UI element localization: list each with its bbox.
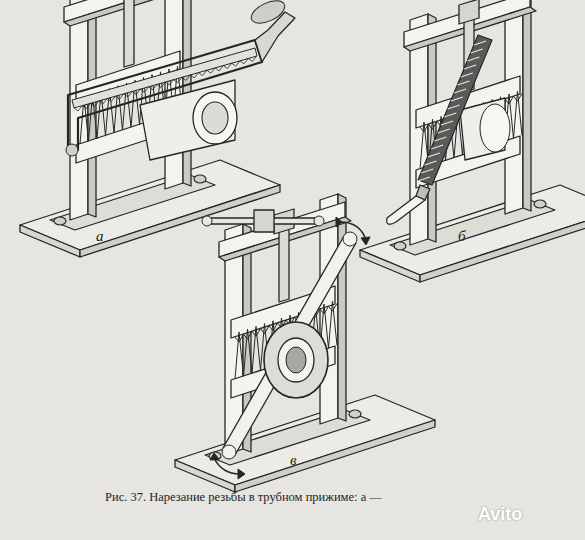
die [278,338,314,382]
wing-nut [66,144,78,156]
vise-post-side [523,0,531,211]
file-blade [418,35,492,185]
handle-knob [248,0,288,28]
rotation-arrow [340,222,366,240]
die-bore [286,347,306,373]
bench-edge [175,460,235,492]
vise-post-side [88,0,96,217]
vise-screw [279,227,289,302]
t-handle-end [314,216,324,226]
hacksaw-blade [72,48,257,108]
figure-letter: б [458,228,466,245]
watermark: Avito [478,504,522,525]
vise-screw [124,0,134,67]
handle-end [343,232,357,246]
rotation-arrow [214,458,240,474]
hacksaw-frame [68,40,262,150]
figure-letter: в [290,452,297,469]
file-cut [418,41,486,181]
bench-edge [20,225,80,257]
pipe-vise [175,194,435,492]
figure-caption: Рис. 37. Нарезание резьбы в трубном приж… [105,490,382,505]
t-handle-end [202,216,212,226]
die-stock-handle [223,236,356,455]
bolt [209,452,221,460]
arrow-head [210,453,219,460]
figure-letter: а [96,228,104,245]
screw-nut [459,0,479,24]
bolt [349,410,361,418]
bolt [54,217,66,225]
bolt [534,200,546,208]
pipe [140,80,235,160]
bench-edge [360,250,420,282]
arrow-head [336,217,342,227]
bolt [194,175,206,183]
arrow-head [238,469,245,479]
handle-end [222,445,236,459]
pipe-end [480,104,510,152]
pipe-vise [360,0,585,282]
pipe-bore [202,102,228,134]
bolt [394,242,406,250]
screw-head [254,210,274,232]
file-handle [387,196,425,224]
saw-teeth [74,56,257,111]
pipe-end [193,92,237,144]
die-holder [264,322,328,398]
vise-post-side [338,194,346,421]
arrow-head [361,237,370,245]
